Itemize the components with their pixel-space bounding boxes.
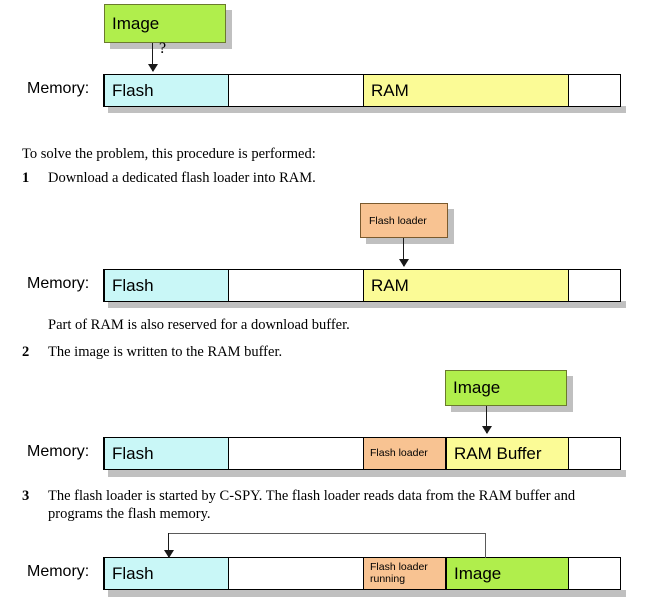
memory-bar-0: Flash RAM <box>103 74 621 107</box>
image-to-flash-arrow-line-0 <box>152 43 154 71</box>
memory-segment-flash-2: Flash <box>104 438 229 469</box>
step-number-1: 1 <box>22 170 30 186</box>
image-to-flash-riser-3 <box>485 533 487 558</box>
step-text-3: The flash loader is started by C-SPY. Th… <box>48 488 576 522</box>
memory-bar-shadow-3 <box>108 590 626 597</box>
memory-bar-3: Flash Flash loader running Image <box>103 557 621 590</box>
memory-bar-shadow-0 <box>108 106 626 113</box>
loader-to-ram-arrow-line-1 <box>403 238 405 266</box>
memory-segment-label-ram-1: RAM <box>371 275 409 295</box>
memory-segment-label-ram-0: RAM <box>371 80 409 100</box>
image-to-flash-descender-3 <box>168 533 170 557</box>
memory-segment-flash-loader-running-3: Flash loader running <box>363 558 446 589</box>
memory-segment-label-flash-3: Flash <box>112 563 154 583</box>
memory-label-0: Memory: <box>27 80 90 97</box>
memory-segment-label-flash-loader-running-3: Flash loader running <box>370 561 428 585</box>
memory-segment-image-3: Image <box>446 558 569 589</box>
memory-segment-ram-buffer-2: RAM Buffer <box>446 438 569 469</box>
loader-to-ram-arrowhead-1 <box>399 259 409 267</box>
image-to-rambuffer-arrow-line-2 <box>486 406 488 433</box>
memory-bar-shadow-1 <box>108 301 626 308</box>
memory-segment-ram-0: RAM <box>363 75 569 106</box>
memory-bar-shadow-2 <box>108 470 626 477</box>
buffer-note-paragraph: Part of RAM is also reserved for a downl… <box>48 317 350 333</box>
image-callout-label-0: Image <box>112 13 160 33</box>
memory-segment-label-flash-loader-2: Flash loader <box>370 446 428 459</box>
memory-segment-label-flash-0: Flash <box>112 80 154 100</box>
step-text-2: The image is written to the RAM buffer. <box>48 344 283 360</box>
image-callout-2: Image <box>445 370 567 406</box>
image-callout-label-2: Image <box>453 378 501 397</box>
image-to-flash-arrowhead-3 <box>164 550 174 558</box>
memory-segment-label-ram-buffer-2: RAM Buffer <box>454 443 542 463</box>
image-to-flash-arrowhead-0 <box>148 64 158 72</box>
memory-segment-flash-loader-2: Flash loader <box>363 438 446 469</box>
step-number-2: 2 <box>22 344 30 360</box>
memory-segment-flash-1: Flash <box>104 270 229 301</box>
memory-segment-label-flash-2: Flash <box>112 443 154 463</box>
memory-segment-flash-0: Flash <box>104 75 229 106</box>
intro-paragraph: To solve the problem, this procedure is … <box>22 146 316 162</box>
memory-label-1: Memory: <box>27 275 90 292</box>
flash-loader-callout-label-1: Flash loader <box>369 214 427 227</box>
question-mark-0: ? <box>159 40 167 57</box>
memory-segment-ram-1: RAM <box>363 270 569 301</box>
memory-segment-label-image-3: Image <box>454 563 502 583</box>
image-to-rambuffer-arrowhead-2 <box>482 426 492 434</box>
memory-bar-2: Flash Flash loader RAM Buffer <box>103 437 621 470</box>
memory-segment-flash-3: Flash <box>104 558 229 589</box>
memory-segment-label-flash-1: Flash <box>112 275 154 295</box>
flash-loader-callout-1: Flash loader <box>360 203 448 238</box>
memory-label-2: Memory: <box>27 443 90 460</box>
image-to-flash-horizontal-3 <box>168 533 486 535</box>
memory-label-3: Memory: <box>27 563 90 580</box>
image-callout-0: Image <box>104 4 226 43</box>
memory-bar-1: Flash RAM <box>103 269 621 302</box>
step-number-3: 3 <box>22 488 30 504</box>
step-text-1: Download a dedicated flash loader into R… <box>48 170 316 186</box>
